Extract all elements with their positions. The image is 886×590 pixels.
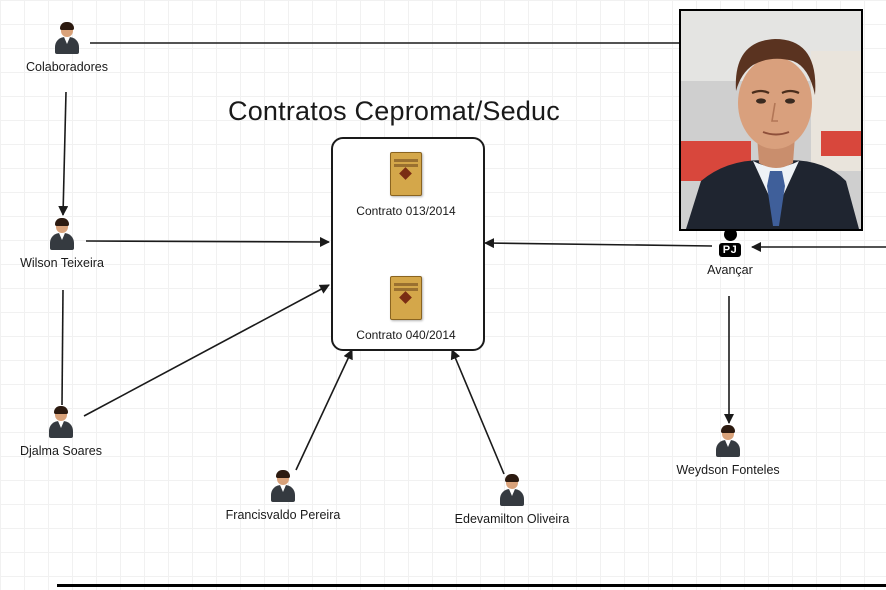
person-icon — [498, 474, 526, 506]
person-icon — [47, 406, 75, 438]
person-label: Colaboradores — [26, 60, 108, 74]
contract-label: Contrato 040/2014 — [356, 328, 456, 342]
person-icon — [53, 22, 81, 54]
person-icon — [269, 470, 297, 502]
contract-node-1[interactable]: Contrato 013/2014 — [331, 152, 481, 218]
portrait-photo — [679, 9, 863, 231]
edge-francisvaldo-contratos — [295, 349, 353, 471]
contract-node-2[interactable]: Contrato 040/2014 — [331, 276, 481, 342]
document-icon — [390, 276, 422, 320]
document-icon — [390, 152, 422, 196]
company-label: Avançar — [707, 263, 753, 277]
diagram-title: Contratos Cepromat/Seduc — [228, 96, 560, 126]
person-node-djalma-soares[interactable]: Djalma Soares — [0, 406, 141, 458]
person-node-weydson-fonteles[interactable]: Weydson Fonteles — [648, 425, 808, 477]
person-label: Francisvaldo Pereira — [225, 508, 341, 522]
company-pj-badge: PJ — [718, 243, 742, 257]
person-icon — [48, 218, 76, 250]
person-label: Weydson Fonteles — [676, 463, 780, 477]
company-node-avancar[interactable]: PJ Avançar — [690, 228, 770, 277]
edge-avancar-contratos — [484, 238, 713, 249]
person-node-wilson-teixeira[interactable]: Wilson Teixeira — [0, 218, 142, 270]
edge-djalma-contratos — [83, 284, 330, 417]
edge-wilson-contratos — [85, 236, 330, 247]
person-node-colaboradores[interactable]: Colaboradores — [0, 22, 147, 74]
person-node-edevamilton-oliveira[interactable]: Edevamilton Oliveira — [432, 474, 592, 526]
company-pj-icon — [723, 228, 737, 241]
person-node-francisvaldo-pereira[interactable]: Francisvaldo Pereira — [203, 470, 363, 522]
person-label: Edevamilton Oliveira — [454, 512, 570, 526]
person-icon — [714, 425, 742, 457]
edge-colaboradores-wilson — [58, 91, 69, 216]
bottom-divider — [57, 584, 886, 587]
edge-edevamilton-contratos — [450, 349, 505, 475]
edge-wilson-djalma — [61, 289, 64, 406]
contract-label: Contrato 013/2014 — [356, 204, 456, 218]
person-label: Djalma Soares — [20, 444, 102, 458]
person-label: Wilson Teixeira — [20, 256, 104, 270]
